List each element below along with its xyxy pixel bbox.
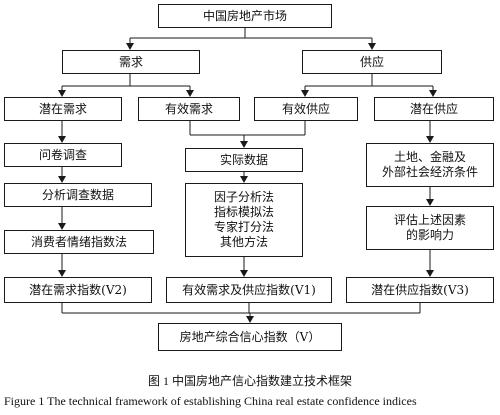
arrow-to-consumer-head	[58, 223, 66, 230]
node-external-factors: 土地、金融及 外部社会经济条件	[366, 143, 494, 187]
arrow-to-actual-data-head	[240, 141, 248, 148]
figure-caption-english: Figure 1 The technical framework of esta…	[4, 394, 417, 408]
arrow-to-analyze-head	[58, 176, 66, 183]
node-latent-demand: 潜在需求	[4, 97, 122, 121]
figure-caption-chinese: 图 1 中国房地产信心指数建立技术框架	[147, 374, 352, 388]
arrow-to-questionnaire-head	[58, 136, 66, 143]
node-evaluate-influence: 评估上述因素 的影响力	[366, 206, 494, 250]
node-demand: 需求	[62, 50, 200, 74]
node-effective-index-v1: 有效需求及供应指数(V1)	[166, 277, 332, 303]
arrow-to-factors-head	[426, 136, 434, 143]
node-analysis-methods: 因子分析法 指标模拟法 专家打分法 其他方法	[185, 183, 303, 257]
node-composite-confidence-index: 房地产综合信心指数（V）	[158, 323, 342, 351]
arrow-to-latent-demand-head	[58, 90, 66, 97]
node-consumer-sentiment-index: 消费者情绪指数法	[4, 230, 154, 254]
arrow-to-supply-head	[368, 43, 376, 50]
arrow-to-composite-head	[246, 316, 254, 323]
arrow-to-evaluate-head	[426, 199, 434, 206]
node-effective-supply: 有效供应	[254, 97, 358, 121]
node-latent-supply-index-v3: 潜在供应指数(V3)	[346, 277, 494, 303]
node-latent-demand-index-v2: 潜在需求指数(V2)	[4, 277, 152, 303]
arrow-to-demand-head	[126, 43, 134, 50]
node-analyze-survey-data: 分析调查数据	[4, 183, 152, 207]
arrow-to-v2-head	[58, 270, 66, 277]
node-china-real-estate-market: 中国房地产市场	[158, 4, 332, 28]
node-actual-data: 实际数据	[185, 148, 303, 172]
arrow-to-v3-head	[426, 270, 434, 277]
arrow-to-effective-demand-head	[186, 90, 194, 97]
arrow-to-methods-head	[240, 176, 248, 183]
arrow-to-effective-supply-head	[301, 90, 309, 97]
node-effective-demand: 有效需求	[138, 97, 240, 121]
node-supply: 供应	[302, 50, 442, 74]
node-latent-supply: 潜在供应	[374, 97, 494, 121]
node-questionnaire-survey: 问卷调查	[4, 143, 122, 167]
arrow-to-v1-head	[240, 270, 248, 277]
arrow-to-latent-supply-head	[429, 90, 437, 97]
